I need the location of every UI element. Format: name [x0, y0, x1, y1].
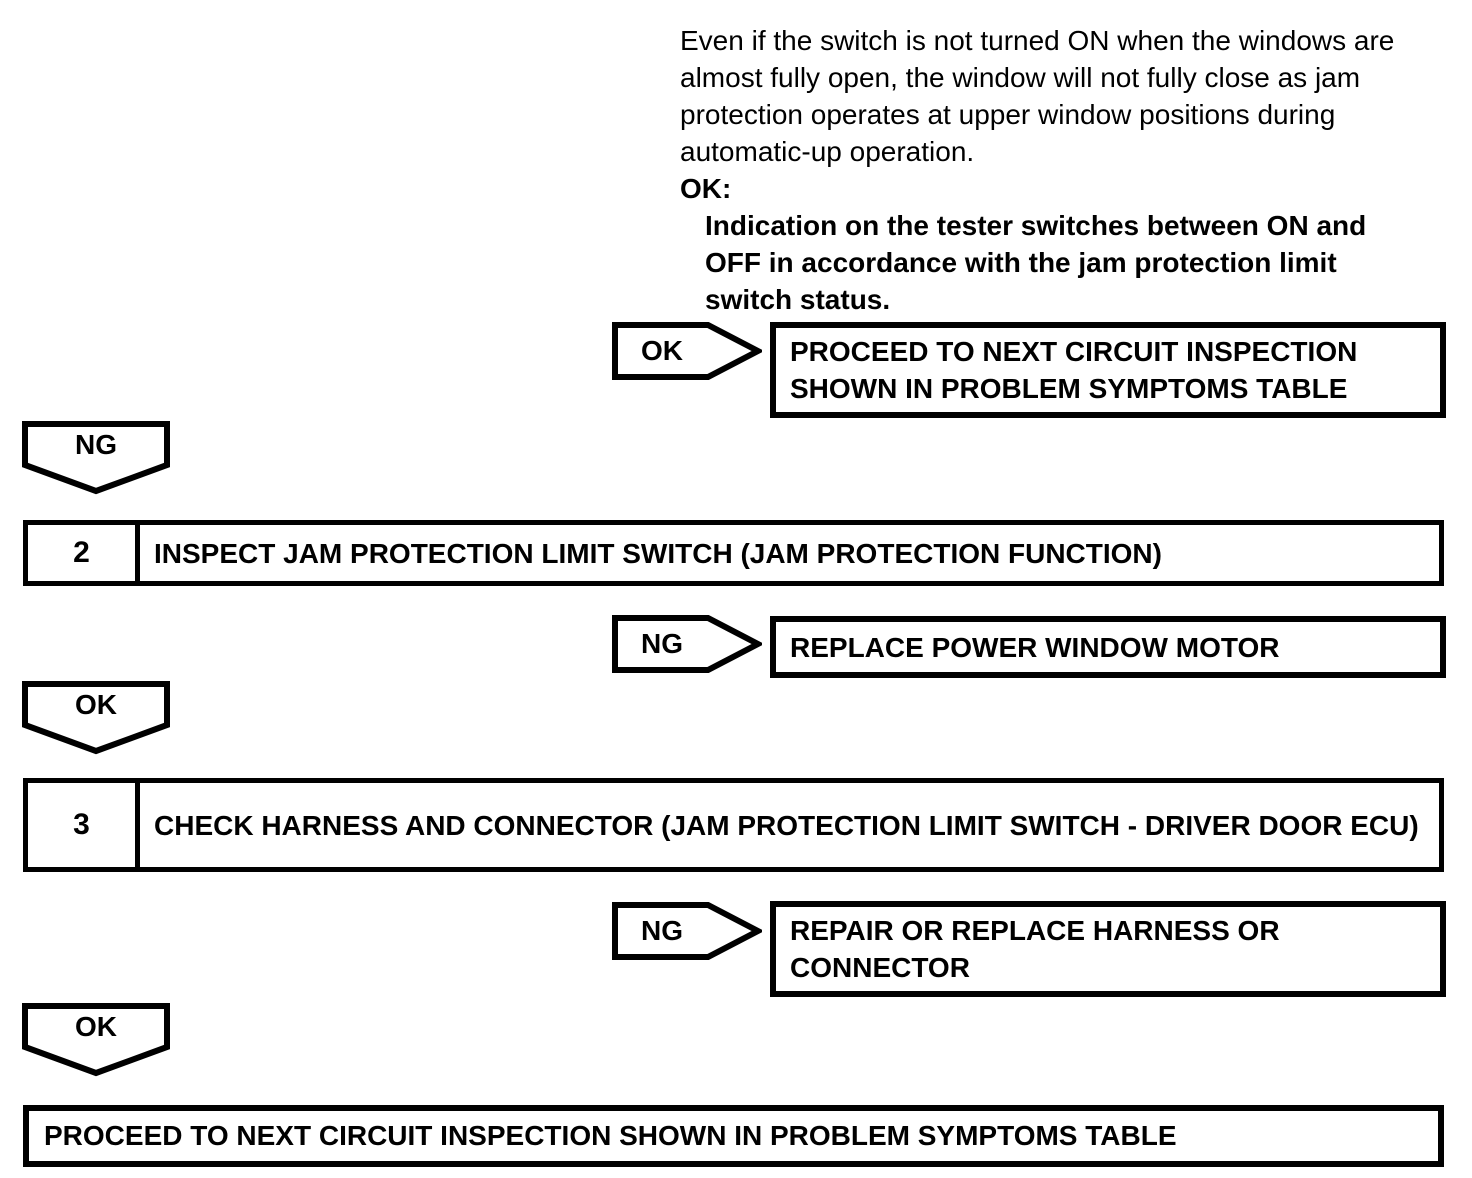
- result-text: REPAIR OR REPLACE HARNESS OR CONNECTOR: [790, 915, 1280, 983]
- ng-branch-3-label: NG: [641, 915, 683, 946]
- step-2-title: INSPECT JAM PROTECTION LIMIT SWITCH (JAM…: [140, 525, 1439, 581]
- step-2-title-text: INSPECT JAM PROTECTION LIMIT SWITCH (JAM…: [154, 537, 1162, 569]
- ok-connector-3: OK: [22, 1003, 170, 1077]
- note-paragraph: Even if the switch is not turned ON when…: [680, 25, 1395, 167]
- ng-connector-1-label: NG: [75, 429, 117, 460]
- ng-branch-2-connector: NG: [612, 615, 762, 673]
- step-2-number: 2: [28, 525, 140, 581]
- note-ok-detail: Indication on the tester switches betwee…: [705, 210, 1367, 315]
- right-arrow-icon: [612, 902, 762, 960]
- ok-connector-2-label: OK: [75, 689, 117, 720]
- down-pentagon-icon: [22, 1003, 170, 1077]
- inspection-note: Even if the switch is not turned ON when…: [680, 22, 1428, 318]
- ng-connector-1: NG: [22, 421, 170, 495]
- ng-branch-3-connector: NG: [612, 902, 762, 960]
- final-result-text: PROCEED TO NEXT CIRCUIT INSPECTION SHOWN…: [44, 1120, 1177, 1151]
- result-box-replace-motor: REPLACE POWER WINDOW MOTOR: [770, 616, 1446, 678]
- final-result-box: PROCEED TO NEXT CIRCUIT INSPECTION SHOWN…: [23, 1105, 1444, 1167]
- result-text: PROCEED TO NEXT CIRCUIT INSPECTION SHOWN…: [790, 336, 1358, 404]
- result-text: REPLACE POWER WINDOW MOTOR: [790, 631, 1280, 663]
- step-2-box: 2 INSPECT JAM PROTECTION LIMIT SWITCH (J…: [23, 520, 1444, 586]
- ok-connector-2: OK: [22, 681, 170, 755]
- step-3-box: 3 CHECK HARNESS AND CONNECTOR (JAM PROTE…: [23, 778, 1444, 872]
- result-box-repair-harness: REPAIR OR REPLACE HARNESS OR CONNECTOR: [770, 901, 1446, 997]
- ok-branch-1-connector: OK: [612, 322, 762, 380]
- note-ok-label: OK:: [680, 173, 732, 204]
- ok-branch-1-label: OK: [641, 335, 683, 366]
- step-3-title: CHECK HARNESS AND CONNECTOR (JAM PROTECT…: [140, 783, 1439, 867]
- step-3-title-text: CHECK HARNESS AND CONNECTOR (JAM PROTECT…: [154, 809, 1419, 841]
- result-box-proceed-top: PROCEED TO NEXT CIRCUIT INSPECTION SHOWN…: [770, 322, 1446, 418]
- right-arrow-icon: [612, 322, 762, 380]
- down-pentagon-icon: [22, 421, 170, 495]
- step-3-number: 3: [28, 783, 140, 867]
- right-arrow-icon: [612, 615, 762, 673]
- down-pentagon-icon: [22, 681, 170, 755]
- ng-branch-2-label: NG: [641, 628, 683, 659]
- ok-connector-3-label: OK: [75, 1011, 117, 1042]
